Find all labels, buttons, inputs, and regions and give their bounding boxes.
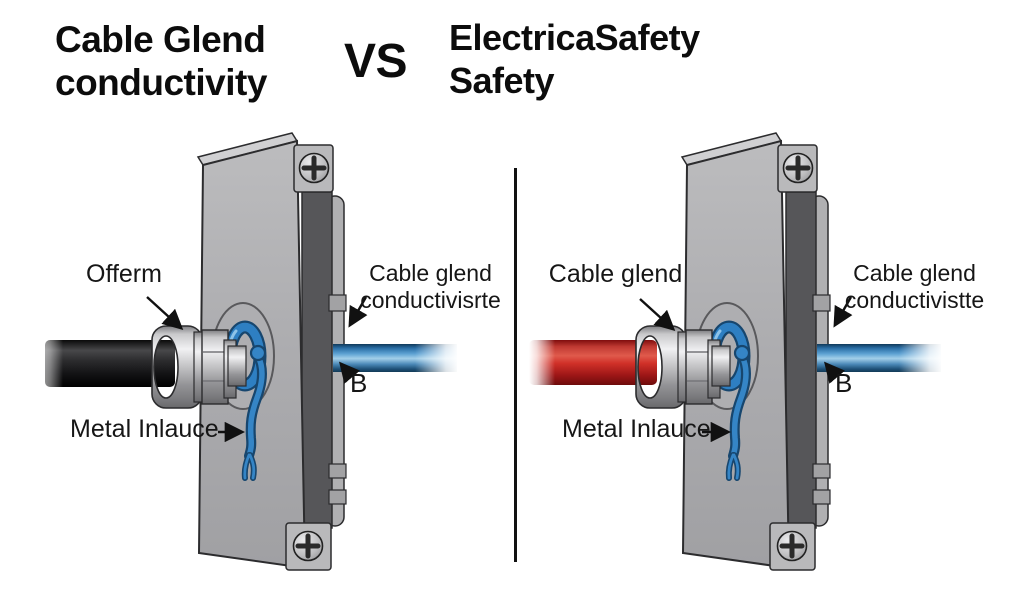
left-gland-label: Offerm xyxy=(86,260,162,288)
right-panel-assembly xyxy=(636,133,943,570)
right-diagram xyxy=(529,133,943,570)
arrow-b-left xyxy=(339,361,360,384)
left-metal-label: Metal Inlauce xyxy=(70,415,219,443)
left-title: Cable Glend conductivity xyxy=(55,18,267,104)
left-title-line1: Cable Glend xyxy=(55,19,266,60)
arrow-b-right xyxy=(824,361,845,384)
right-title-line1: ElectricaSafety xyxy=(449,17,700,58)
left-point-b-label: B xyxy=(350,368,368,398)
left-conductivity-label: Cable glend conductivisrte xyxy=(360,260,501,313)
arrow-cond-left xyxy=(348,296,368,328)
arrow-gland-right xyxy=(639,298,676,332)
vs-label: VS xyxy=(344,35,408,88)
left-cable-black xyxy=(45,340,175,387)
right-conductivity-label: Cable glend conductivistte xyxy=(844,260,985,313)
annotation-arrows xyxy=(146,296,853,443)
right-gland-label: Cable glend xyxy=(548,260,683,288)
right-title-line2: Safety xyxy=(449,60,555,101)
left-diagram xyxy=(45,133,459,570)
arrow-cond-right xyxy=(833,296,853,328)
right-metal-label: Metal Inlauce xyxy=(562,415,711,443)
arrow-offerm xyxy=(146,296,184,331)
left-panel-assembly xyxy=(152,133,459,570)
right-title: ElectricaSafety Safety xyxy=(449,16,700,102)
right-cable-red xyxy=(529,340,657,385)
right-point-b-label: B xyxy=(835,368,853,398)
left-title-line2: conductivity xyxy=(55,62,267,103)
